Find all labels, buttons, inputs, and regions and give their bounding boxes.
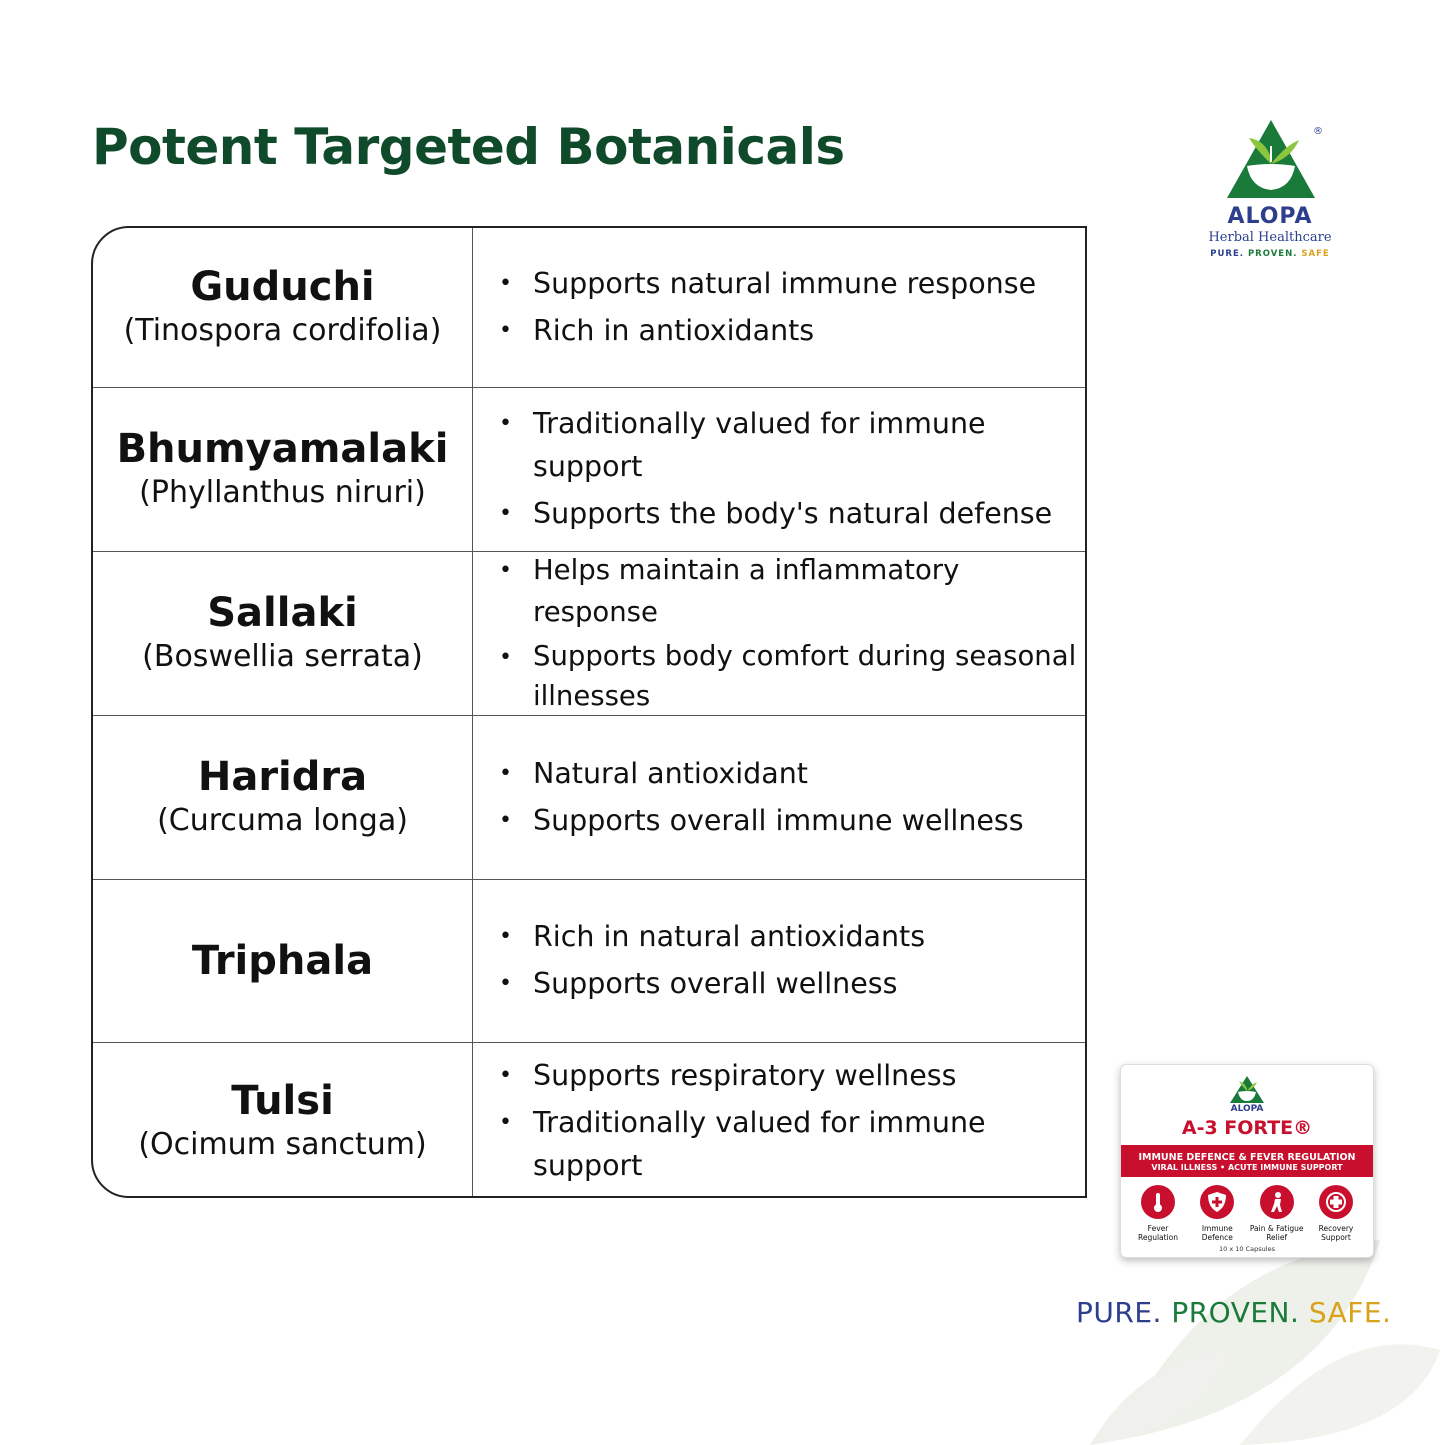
table-row: Haridra (Curcuma longa) Natural antioxid… bbox=[93, 715, 1085, 879]
herb-cell: Tulsi (Ocimum sanctum) bbox=[93, 1043, 473, 1196]
herb-cell: Triphala bbox=[93, 880, 473, 1042]
benefit-item: Natural antioxidant bbox=[499, 753, 1085, 796]
product-logo-icon bbox=[1230, 1076, 1264, 1103]
feature-item: Immune Defence bbox=[1188, 1185, 1246, 1243]
herb-name: Triphala bbox=[191, 938, 374, 984]
herb-latin: (Ocimum sanctum) bbox=[138, 1127, 427, 1163]
botanicals-table: Guduchi (Tinospora cordifolia) Supports … bbox=[91, 226, 1087, 1198]
product-band: IMMUNE DEFENCE & FEVER REGULATION VIRAL … bbox=[1121, 1145, 1373, 1177]
benefit-item: Rich in natural antioxidants bbox=[499, 916, 1085, 959]
benefit-item: Rich in antioxidants bbox=[499, 310, 1085, 353]
feature-label: Immune Defence bbox=[1201, 1224, 1233, 1243]
benefit-item: Supports respiratory wellness bbox=[499, 1055, 1085, 1098]
alopa-logo-icon bbox=[1227, 120, 1315, 198]
person-icon bbox=[1259, 1185, 1294, 1219]
logo-subtitle: Herbal Healthcare bbox=[1208, 230, 1332, 245]
herb-name: Bhumyamalaki bbox=[116, 426, 449, 473]
herb-latin: (Curcuma longa) bbox=[157, 803, 408, 839]
benefit-item: Helps maintain a inflammatory response bbox=[499, 550, 1085, 633]
herb-cell: Guduchi (Tinospora cordifolia) bbox=[93, 228, 473, 387]
product-count: 10 x 10 Capsules bbox=[1219, 1245, 1275, 1253]
herb-latin: (Tinospora cordifolia) bbox=[123, 313, 442, 349]
herb-cell: Sallaki (Boswellia serrata) bbox=[93, 552, 473, 715]
table-row: Triphala Rich in natural antioxidants Su… bbox=[93, 879, 1085, 1042]
feature-item: Fever Regulation bbox=[1129, 1185, 1187, 1243]
table-row: Bhumyamalaki (Phyllanthus niruri) Tradit… bbox=[93, 387, 1085, 551]
registered-mark: ® bbox=[1313, 126, 1323, 137]
feature-item: Pain & Fatigue Relief bbox=[1248, 1185, 1306, 1243]
table-row: Guduchi (Tinospora cordifolia) Supports … bbox=[93, 228, 1085, 387]
slogan-safe: SAFE. bbox=[1308, 1296, 1392, 1329]
herb-latin: (Boswellia serrata) bbox=[142, 639, 423, 675]
medical-cross-icon bbox=[1318, 1185, 1353, 1219]
slogan-proven: PROVEN. bbox=[1171, 1296, 1309, 1329]
thermometer-icon bbox=[1141, 1185, 1175, 1219]
benefits-cell: Supports natural immune response Rich in… bbox=[473, 228, 1085, 387]
benefit-item: Supports overall wellness bbox=[499, 963, 1085, 1006]
benefits-cell: Helps maintain a inflammatory response S… bbox=[473, 550, 1085, 717]
herb-cell: Haridra (Curcuma longa) bbox=[93, 716, 473, 879]
benefit-item: Traditionally valued for immune support bbox=[499, 1102, 1085, 1188]
product-box: ALOPA A-3 FORTE® IMMUNE DEFENCE & FEVER … bbox=[1120, 1064, 1374, 1258]
leaf-background-icon bbox=[1090, 1240, 1440, 1445]
herb-name: Sallaki bbox=[207, 590, 358, 637]
benefits-cell: Natural antioxidant Supports overall imm… bbox=[473, 716, 1085, 879]
table-row: Tulsi (Ocimum sanctum) Supports respirat… bbox=[93, 1042, 1085, 1196]
feature-label: Fever Regulation bbox=[1137, 1224, 1179, 1243]
benefits-cell: Rich in natural antioxidants Supports ov… bbox=[473, 880, 1085, 1042]
benefits-cell: Supports respiratory wellness Traditiona… bbox=[473, 1043, 1085, 1196]
feature-label: Recovery Support bbox=[1318, 1224, 1354, 1243]
feature-label: Pain & Fatigue Relief bbox=[1249, 1224, 1304, 1243]
herb-name: Tulsi bbox=[231, 1078, 334, 1125]
benefit-item: Traditionally valued for immune support bbox=[499, 403, 1085, 489]
tagline-pure: PURE. bbox=[1210, 249, 1248, 259]
tagline-safe: SAFE bbox=[1301, 249, 1330, 259]
benefits-cell: Traditionally valued for immune support … bbox=[473, 388, 1085, 551]
slogan: PURE. PROVEN. SAFE. bbox=[1076, 1296, 1391, 1329]
logo-brand: ALOPA bbox=[1227, 204, 1313, 229]
feature-item: Recovery Support bbox=[1307, 1185, 1365, 1243]
slogan-pure: PURE. bbox=[1076, 1296, 1172, 1329]
product-brand: ALOPA bbox=[1230, 1104, 1264, 1114]
product-band-line1: IMMUNE DEFENCE & FEVER REGULATION bbox=[1138, 1152, 1356, 1163]
benefit-item: Supports body comfort during seasonal il… bbox=[499, 637, 1085, 717]
herb-name: Haridra bbox=[197, 754, 368, 801]
herb-cell: Bhumyamalaki (Phyllanthus niruri) bbox=[93, 388, 473, 551]
alopa-logo: ® ALOPA Herbal Healthcare PURE. PROVEN. … bbox=[1205, 118, 1335, 268]
page-title: Potent Targeted Botanicals bbox=[92, 118, 845, 176]
product-features: Fever Regulation Immune Defence Pain & F… bbox=[1129, 1185, 1365, 1243]
benefit-item: Supports the body's natural defense bbox=[499, 493, 1085, 536]
tagline-proven: PROVEN. bbox=[1247, 249, 1302, 259]
logo-tagline: PURE. PROVEN. SAFE bbox=[1205, 249, 1335, 259]
benefit-item: Supports overall immune wellness bbox=[499, 800, 1085, 843]
product-name: A-3 FORTE® bbox=[1181, 1117, 1313, 1139]
benefit-item: Supports natural immune response bbox=[499, 263, 1085, 306]
shield-icon bbox=[1200, 1185, 1235, 1219]
herb-name: Guduchi bbox=[190, 264, 375, 311]
table-row: Sallaki (Boswellia serrata) Helps mainta… bbox=[93, 550, 1085, 717]
herb-latin: (Phyllanthus niruri) bbox=[139, 475, 426, 511]
product-band-line2: VIRAL ILLNESS • ACUTE IMMUNE SUPPORT bbox=[1151, 1163, 1343, 1172]
